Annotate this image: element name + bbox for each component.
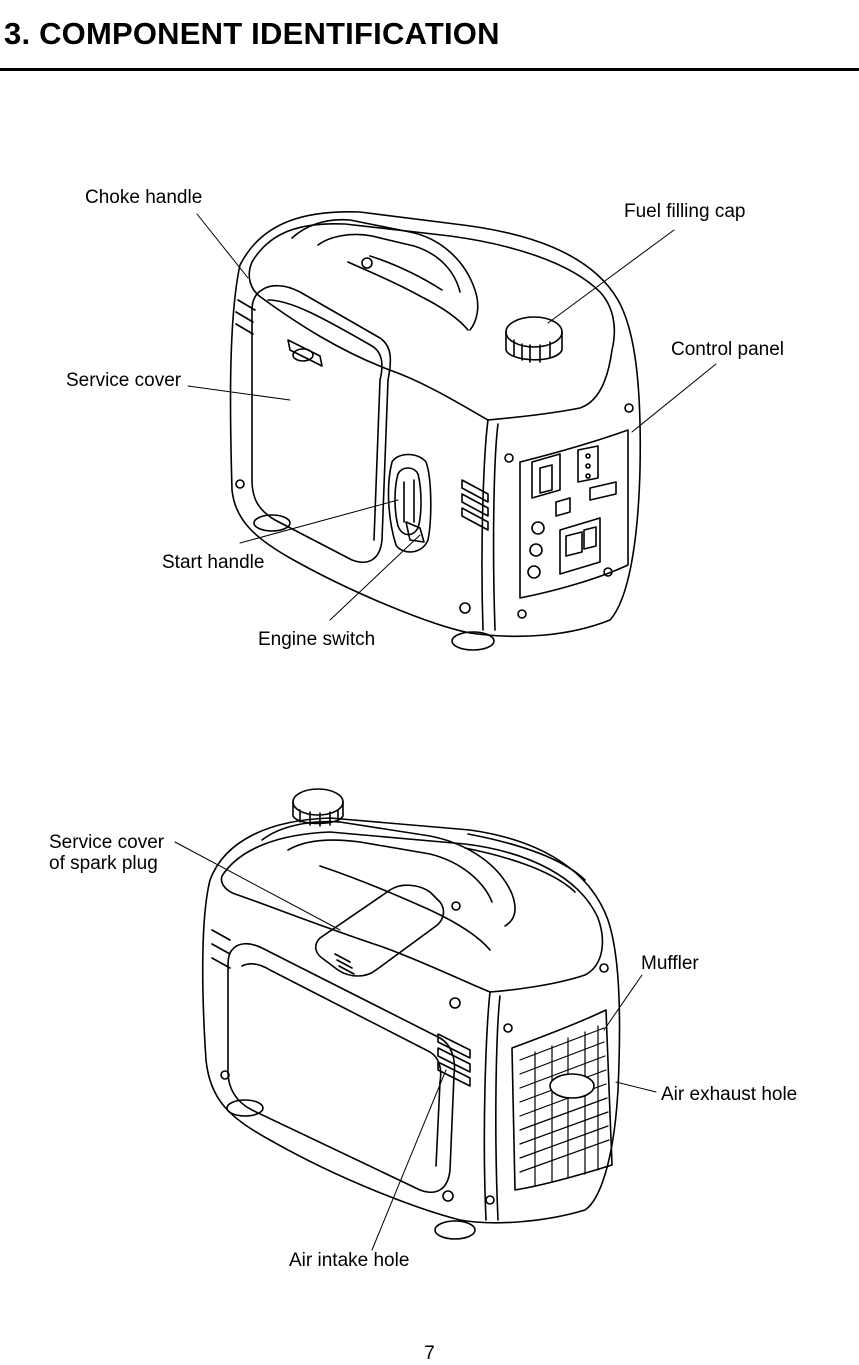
page-title: 3. COMPONENT IDENTIFICATION <box>4 16 500 51</box>
label-service-cover-spark-plug-line2: of spark plug <box>49 853 158 874</box>
label-service-cover: Service cover <box>66 370 182 391</box>
generator-rear-figure: Service cover of spark plug Muffler Air … <box>0 770 859 1290</box>
generator-rear-drawing <box>174 788 657 1251</box>
generator-front-drawing <box>187 210 717 651</box>
generator-front-figure: Choke handle Fuel filling cap Control pa… <box>66 187 785 651</box>
label-choke-handle: Choke handle <box>85 187 203 208</box>
label-control-panel: Control panel <box>671 339 785 360</box>
page-number: 7 <box>424 1343 435 1364</box>
label-start-handle: Start handle <box>162 552 265 573</box>
label-fuel-filling-cap: Fuel filling cap <box>624 201 746 222</box>
label-air-intake-hole: Air intake hole <box>289 1250 410 1271</box>
label-engine-switch: Engine switch <box>258 629 376 650</box>
label-muffler: Muffler <box>641 953 699 974</box>
label-service-cover-spark-plug-line1: Service cover <box>49 832 165 853</box>
label-air-exhaust-hole: Air exhaust hole <box>661 1084 798 1105</box>
title-divider <box>0 68 859 71</box>
